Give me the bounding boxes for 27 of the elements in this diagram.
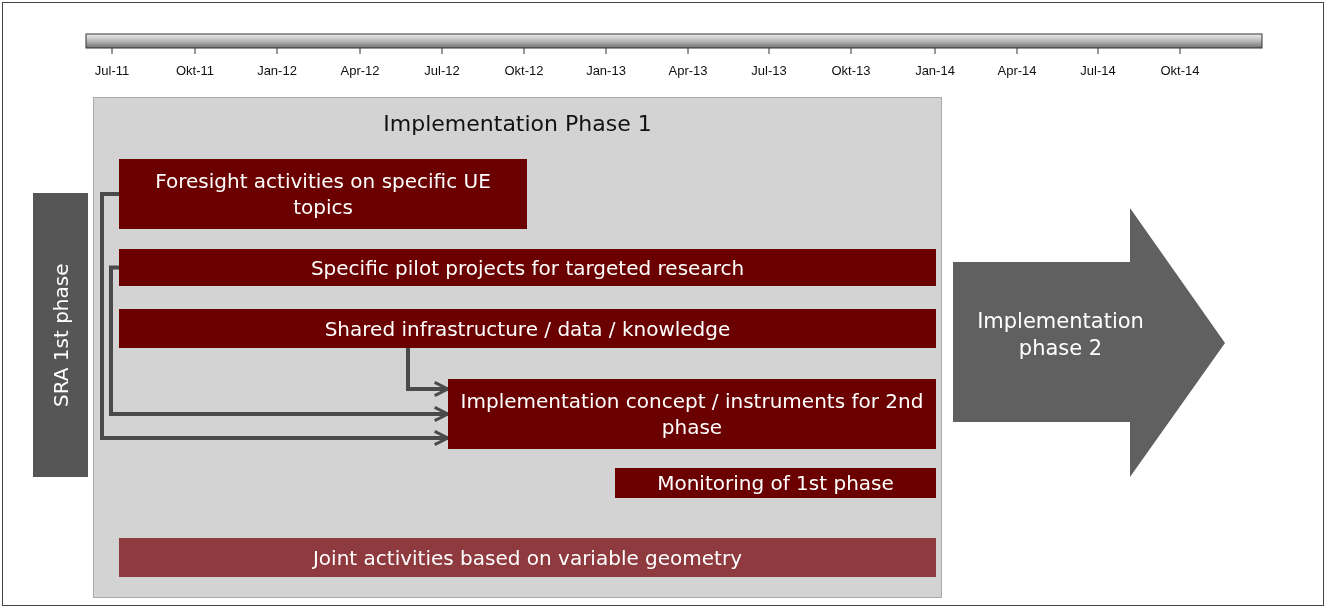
tick-label: Jan-13	[586, 63, 626, 78]
task-bar: Joint activities based on variable geometry	[119, 538, 936, 577]
tick-label: Okt-12	[504, 63, 544, 78]
tick-label: Apr-13	[668, 63, 708, 78]
tick-label: Jan-12	[257, 63, 297, 78]
tick-label: Apr-14	[997, 63, 1037, 78]
tick-label: Apr-12	[340, 63, 380, 78]
tick-label: Jul-14	[1080, 63, 1116, 78]
tick-label: Jul-11	[94, 63, 130, 78]
task-bar: Specific pilot projects for targeted research	[119, 249, 936, 286]
arrow	[109, 265, 450, 423]
arrow-label: Implementation phase 2	[976, 308, 1145, 363]
tick-label: Jul-13	[751, 63, 787, 78]
tick-label: Jul-12	[424, 63, 460, 78]
tick-label: Okt-14	[1160, 63, 1200, 78]
arrow	[406, 348, 450, 398]
task-bar: Monitoring of 1st phase	[615, 468, 936, 498]
phase-panel	[93, 97, 942, 598]
tick-label: Jan-14	[915, 63, 955, 78]
task-bar: Foresight activities on specific UE topics	[119, 159, 527, 229]
panel-title: Implementation Phase 1	[382, 110, 653, 138]
phase-bar: SRA 1st phase	[33, 193, 88, 477]
tick-label: Okt-13	[831, 63, 871, 78]
task-bar: Implementation concept / instruments for 2nd phase	[448, 379, 936, 449]
tick-label: Okt-11	[175, 63, 215, 78]
arrow	[100, 192, 450, 447]
task-bar: Shared infrastructure / data / knowledge	[119, 309, 936, 348]
